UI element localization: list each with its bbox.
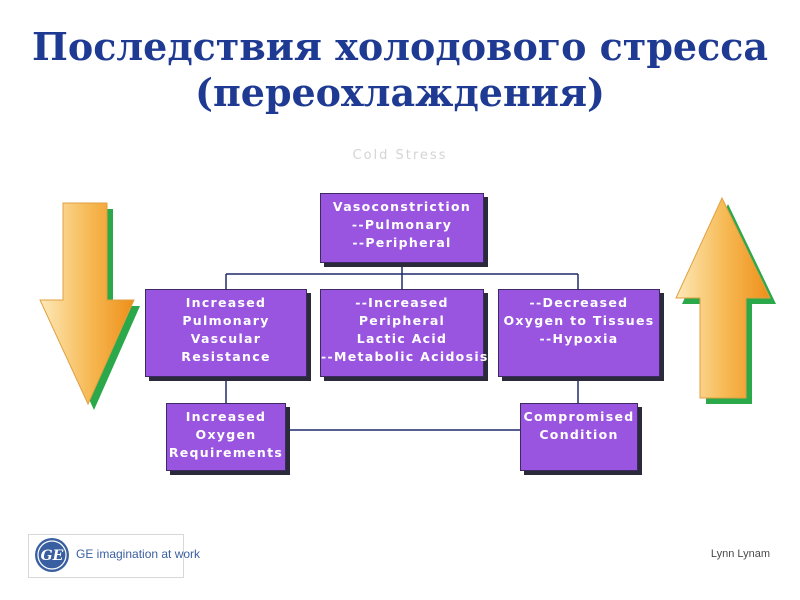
box-line: Pulmonary <box>182 313 270 328</box>
title-line-1: Последствия холодового стресса <box>32 24 768 69</box>
logo-text: GE imagination at work <box>76 547 201 561</box>
logo-monogram: GE <box>41 548 64 564</box>
box-line: --Increased <box>355 295 449 310</box>
ge-monogram-icon: GE <box>35 538 69 572</box>
arrow-down-icon <box>39 202 140 410</box>
arrow-up-icon <box>675 196 776 404</box>
box-decreased-oxygen: --Decreased Oxygen to Tissues --Hypoxia <box>498 289 660 377</box>
box-compromised-condition: Compromised Condition <box>520 403 638 471</box>
box-line: Increased <box>185 409 267 424</box>
box-lactic-acid: --Increased Peripheral Lactic Acid --Met… <box>320 289 489 377</box>
box-oxygen-requirements: Increased Oxygen Requirements <box>166 403 286 471</box>
box-line: Resistance <box>181 349 271 364</box>
box-line: Compromised <box>523 409 635 424</box>
box-line: Increased <box>185 295 267 310</box>
ge-logo: GE GE imagination at work <box>28 534 200 578</box>
box-pulmonary-resistance: Increased Pulmonary Vascular Resistance <box>145 289 307 377</box>
box-line: Oxygen to Tissues <box>503 313 655 328</box>
box-line: --Metabolic Acidosis <box>321 349 489 364</box>
diagram-subtitle: Cold Stress <box>352 148 448 163</box>
page-title: Последствия холодового стресса (переохла… <box>0 24 800 116</box>
box-line: Requirements <box>168 445 284 460</box>
box-line: Condition <box>539 427 619 442</box>
box-line: Peripheral <box>358 313 446 328</box>
author-name: Lynn Lynam <box>710 548 770 560</box>
box-line: Vascular <box>190 331 262 346</box>
box-line: --Pulmonary <box>351 217 453 232</box>
box-vasoconstriction: Vasoconstriction --Pulmonary --Periphera… <box>320 193 484 263</box>
title-line-2: (переохлаждения) <box>194 70 606 115</box>
box-line: --Hypoxia <box>539 331 619 346</box>
box-line: Oxygen <box>195 427 257 442</box>
box-line: Lactic Acid <box>356 331 448 346</box>
box-line: --Peripheral <box>352 235 452 250</box>
box-line: --Decreased <box>529 295 629 310</box>
box-line: Vasoconstriction <box>332 199 472 214</box>
